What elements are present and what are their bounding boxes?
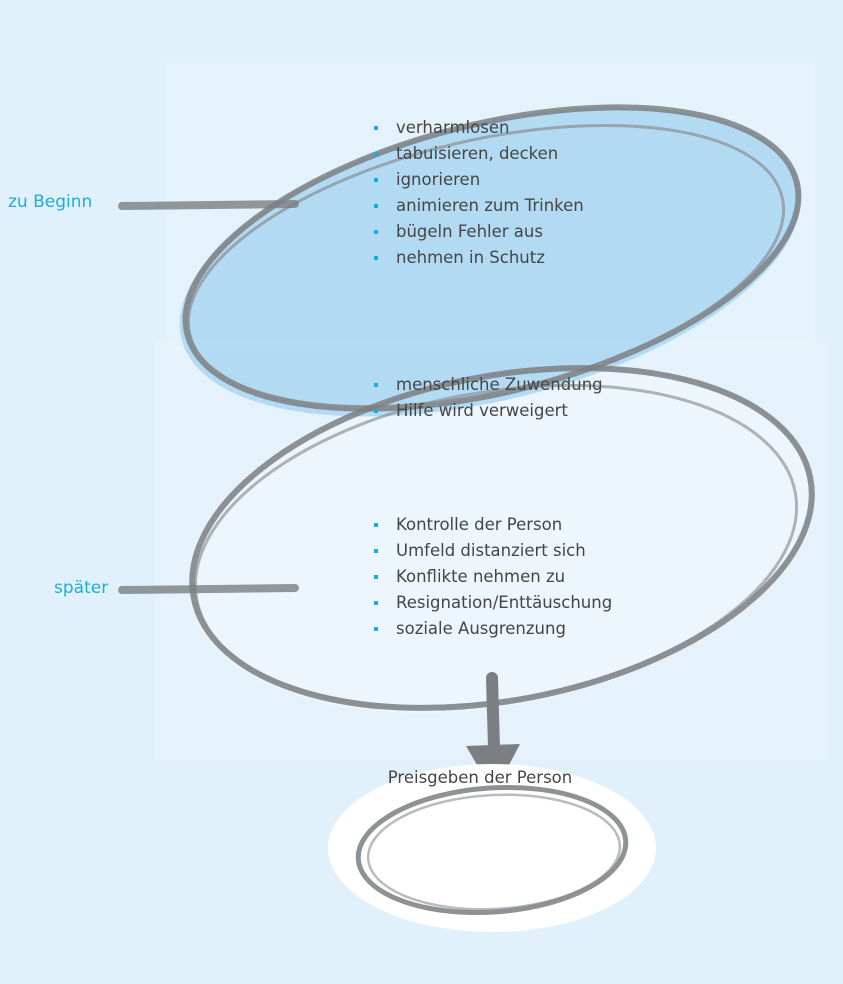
later-behaviors-list: Kontrolle der Person Umfeld distanziert …	[372, 512, 612, 642]
list-item: nehmen in Schutz	[372, 245, 584, 271]
list-item: tabuisieren, decken	[372, 141, 584, 167]
list-item: Hilfe wird verweigert	[372, 398, 603, 424]
bullet-icon	[374, 383, 378, 387]
bullet-icon	[374, 549, 378, 553]
bullet-icon	[374, 256, 378, 260]
later-connector-line	[118, 584, 299, 594]
list-item: bügeln Fehler aus	[372, 219, 584, 245]
list-item: animieren zum Trinken	[372, 193, 584, 219]
result-label: Preisgeben der Person	[387, 768, 573, 787]
middle-behaviors-list: menschliche Zuwendung Hilfe wird verweig…	[372, 372, 603, 424]
list-item: verharmlosen	[372, 115, 584, 141]
down-arrow-shaft	[486, 672, 500, 754]
bullet-icon	[374, 178, 378, 182]
list-item: Resignation/Enttäuschung	[372, 590, 612, 616]
result-ellipse-stroke	[355, 784, 629, 916]
bullet-icon	[374, 230, 378, 234]
list-item: Konflikte nehmen zu	[372, 564, 612, 590]
bullet-icon	[374, 601, 378, 605]
list-item: soziale Ausgrenzung	[372, 616, 612, 642]
bullet-icon	[374, 627, 378, 631]
list-item: ignorieren	[372, 167, 584, 193]
lower-loop-stroke-inner	[193, 383, 799, 709]
bullet-icon	[374, 126, 378, 130]
label-spaeter: später	[54, 578, 109, 598]
list-item: menschliche Zuwendung	[372, 372, 603, 398]
bullet-icon	[374, 409, 378, 413]
bullet-icon	[374, 204, 378, 208]
list-item: Kontrolle der Person	[372, 512, 612, 538]
label-zu-beginn: zu Beginn	[8, 192, 93, 212]
bullet-icon	[374, 152, 378, 156]
bullet-icon	[374, 523, 378, 527]
beginning-behaviors-list: verharmlosen tabuisieren, decken ignorie…	[372, 115, 584, 271]
list-item: Umfeld distanziert sich	[372, 538, 612, 564]
lower-loop-fill	[188, 367, 812, 713]
beginning-connector-line	[118, 200, 299, 210]
result-ellipse-stroke-inner	[366, 793, 622, 911]
bullet-icon	[374, 575, 378, 579]
